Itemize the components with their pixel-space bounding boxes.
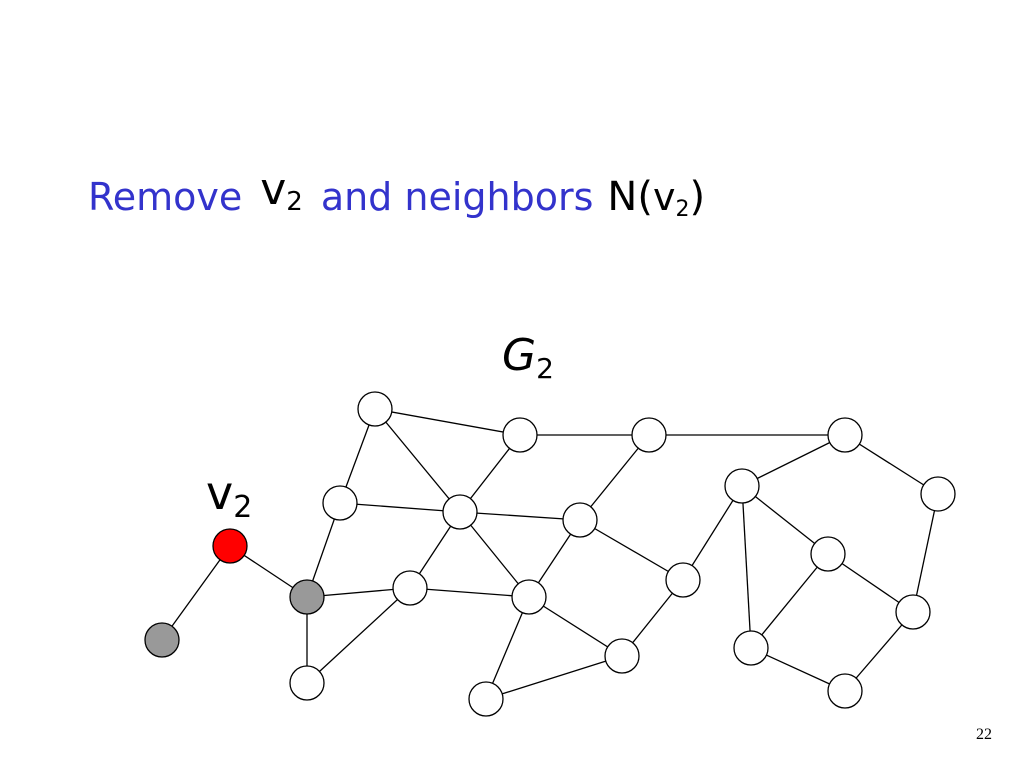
graph-vertices xyxy=(144,391,956,717)
slide-title: Remove v2 and neighbors N(v2) xyxy=(88,160,706,222)
graph-edge xyxy=(374,408,521,436)
title-v-symbol: v2 xyxy=(260,164,303,217)
graph-edge xyxy=(306,587,411,684)
graph-edge xyxy=(741,434,846,487)
graph-edge xyxy=(459,511,581,521)
graph-edge xyxy=(459,511,530,598)
title-neighborhood-symbol: N(v2) xyxy=(607,174,706,222)
graph-vertex xyxy=(289,665,325,701)
graph-vertex xyxy=(511,579,547,615)
graph-vertex xyxy=(733,630,769,666)
graph-edge xyxy=(339,502,461,513)
graph-edge xyxy=(528,596,623,657)
graph-vertex xyxy=(468,681,504,717)
graph-vertex xyxy=(357,391,393,427)
vertex-v2 xyxy=(212,528,248,564)
graph-vertex xyxy=(604,638,640,674)
graph-edge xyxy=(682,485,743,581)
graph-vertex xyxy=(895,594,931,630)
graph-vertex xyxy=(920,476,956,512)
graph-vertex xyxy=(810,536,846,572)
vertex-v2-label: v2 xyxy=(206,466,253,525)
graph-label: G2 xyxy=(502,330,554,385)
graph-edge xyxy=(485,596,530,700)
graph-edge xyxy=(750,553,829,649)
title-remove-word: Remove xyxy=(88,175,243,219)
page-number: 22 xyxy=(976,726,992,743)
graph-edge xyxy=(161,545,231,641)
graph-edge xyxy=(485,655,623,700)
graph-edge xyxy=(844,434,939,495)
graph-edge xyxy=(579,519,684,581)
neighbor-vertex xyxy=(289,579,325,615)
graph-vertex xyxy=(392,570,428,606)
graph-vertex xyxy=(827,673,863,709)
graph-edge xyxy=(741,485,829,555)
graph-vertex xyxy=(665,562,701,598)
graph-edge xyxy=(374,408,461,513)
graph-vertex xyxy=(562,502,598,538)
graph-vertex xyxy=(631,417,667,453)
graph-edge xyxy=(409,587,530,598)
graph-vertex xyxy=(724,468,760,504)
neighbor-vertex xyxy=(144,622,180,658)
graph-edge xyxy=(912,493,939,613)
graph-vertex xyxy=(827,417,863,453)
title-neighbors-words: and neighbors xyxy=(320,175,594,219)
graph-vertex xyxy=(322,485,358,521)
graph-edge xyxy=(741,485,752,649)
graph-vertex xyxy=(502,417,538,453)
graph-vertex xyxy=(442,494,478,530)
graph-edge xyxy=(579,434,650,521)
